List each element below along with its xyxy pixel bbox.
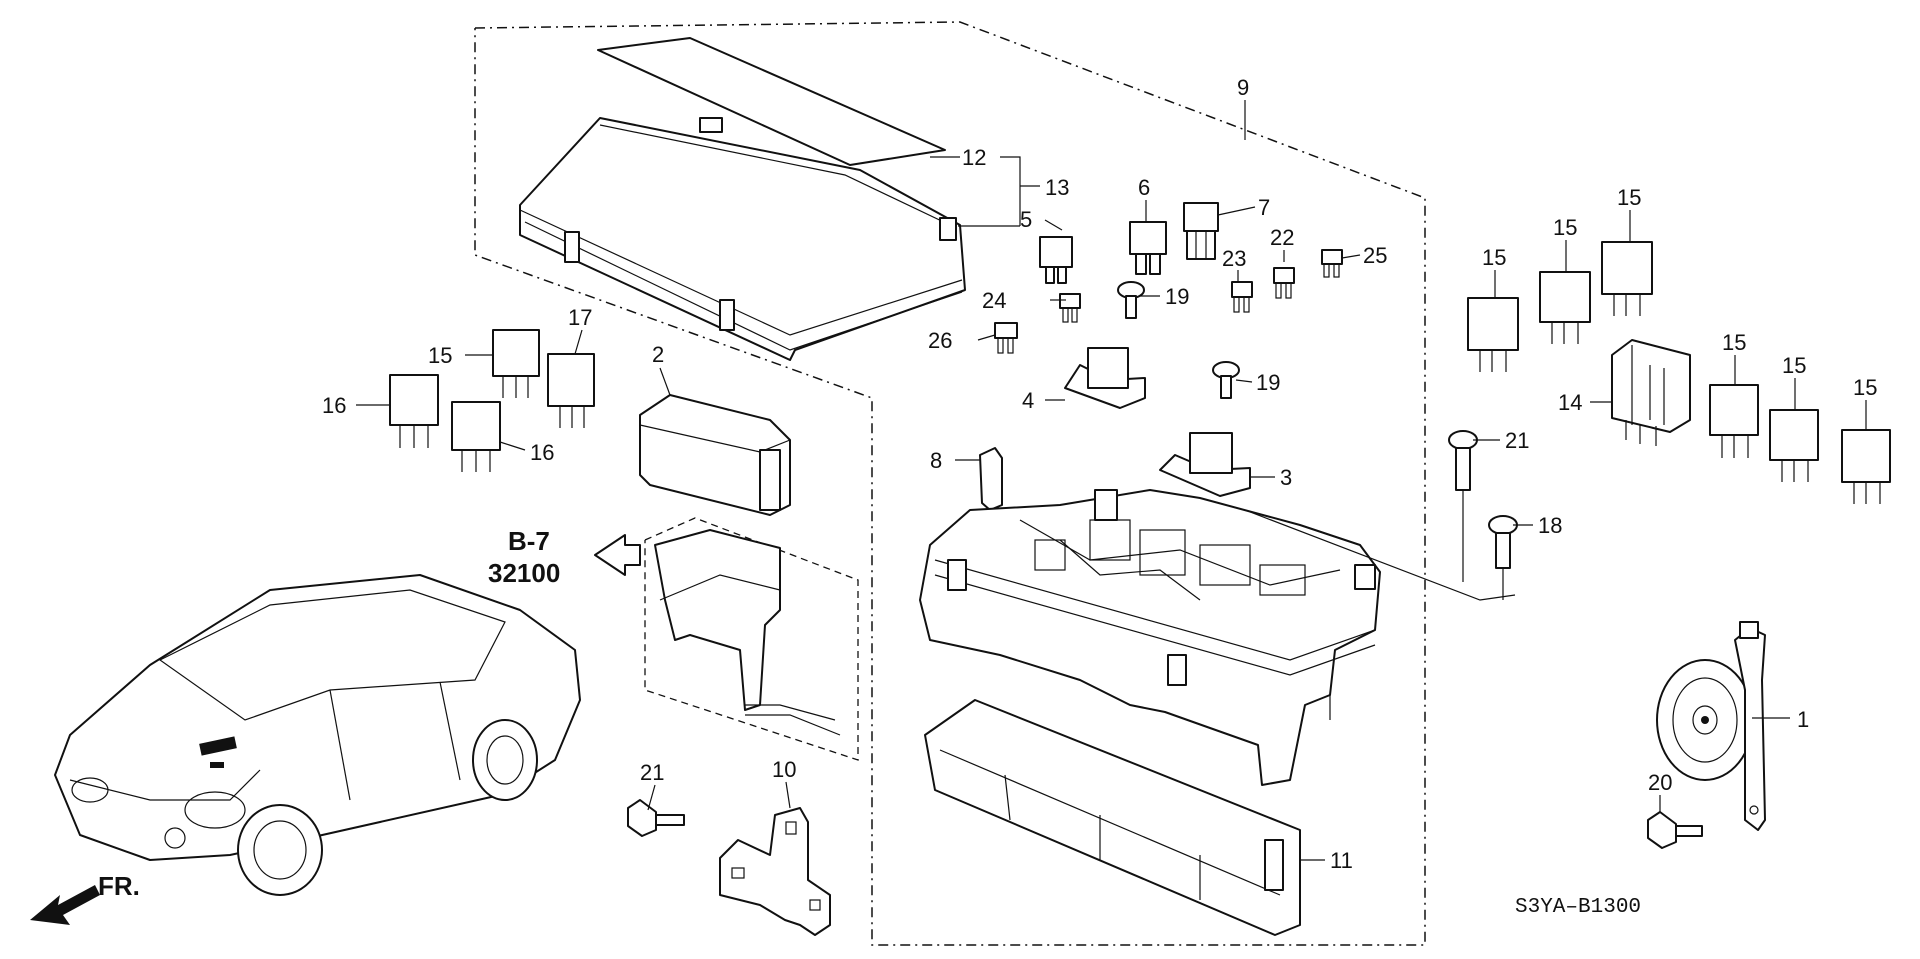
main-fuse-box-9[interactable] <box>919 489 1381 786</box>
reference-line1: B-7 <box>508 526 550 556</box>
callout-7: 7 <box>1258 195 1270 220</box>
vehicle-sketch <box>54 574 581 896</box>
callout-24: 24 <box>982 288 1006 313</box>
fuse-25[interactable] <box>1321 249 1343 278</box>
callout-15-r1: 15 <box>1482 245 1506 270</box>
bolt-18[interactable] <box>1488 515 1518 569</box>
callout-10: 10 <box>772 757 796 782</box>
relay-15-r5[interactable] <box>1769 409 1819 482</box>
connector-8[interactable] <box>979 447 1003 511</box>
direction-label: FR. <box>98 871 140 901</box>
callout-26: 26 <box>928 328 952 353</box>
callout-21-right: 21 <box>1505 428 1529 453</box>
callout-15-r2: 15 <box>1553 215 1577 240</box>
callout-22: 22 <box>1270 225 1294 250</box>
relay-15-left[interactable] <box>492 329 540 398</box>
label-sheet-12 <box>597 37 946 166</box>
callout-18: 18 <box>1538 513 1562 538</box>
relay-16-right[interactable] <box>451 401 501 472</box>
callout-21-lower: 21 <box>640 760 664 785</box>
reference-block: B-7 32100 <box>488 517 859 761</box>
relay-bracket-3[interactable] <box>1159 432 1251 497</box>
relay-15-r3[interactable] <box>1601 241 1653 316</box>
callout-2: 2 <box>652 342 664 367</box>
callout-1: 1 <box>1797 707 1809 732</box>
relay-15-r2[interactable] <box>1539 271 1591 344</box>
front-direction-arrow: FR. <box>30 871 140 925</box>
sub-fuse-block-2[interactable] <box>639 394 791 516</box>
fuse-6[interactable] <box>1129 221 1167 275</box>
callout-19-lower: 19 <box>1256 370 1280 395</box>
callout-17: 17 <box>568 305 592 330</box>
relay-16-left[interactable] <box>389 374 439 448</box>
callout-19-upper: 19 <box>1165 284 1189 309</box>
callout-9: 9 <box>1237 75 1249 100</box>
fuse-box-cover-13[interactable] <box>519 117 966 361</box>
callout-13: 13 <box>1045 175 1069 200</box>
callout-8: 8 <box>930 448 942 473</box>
relay-bracket-4[interactable] <box>1064 347 1146 409</box>
fuse-5[interactable] <box>1039 236 1073 284</box>
fuse-24[interactable] <box>1059 293 1081 323</box>
callout-4: 4 <box>1022 388 1034 413</box>
bolt-21-right[interactable] <box>1448 430 1478 491</box>
assembly-boundary <box>474 21 1426 946</box>
callout-15-left: 15 <box>428 343 452 368</box>
fuse-7[interactable] <box>1183 202 1219 260</box>
callout-15-r4: 15 <box>1722 330 1746 355</box>
relay-14[interactable] <box>1611 339 1691 446</box>
leader-lines <box>356 100 1867 861</box>
callout-25: 25 <box>1363 243 1387 268</box>
callout-3: 3 <box>1280 465 1292 490</box>
screw-19-lower[interactable] <box>1212 361 1240 399</box>
relay-17[interactable] <box>547 353 595 428</box>
relay-15-r1[interactable] <box>1467 297 1519 372</box>
callout-5: 5 <box>1020 207 1032 232</box>
fuse-23[interactable] <box>1231 281 1253 313</box>
callout-16-left: 16 <box>322 393 346 418</box>
horn-1[interactable] <box>1656 621 1766 831</box>
reference-line2: 32100 <box>488 558 560 588</box>
callout-20: 20 <box>1648 770 1672 795</box>
relay-15-r6[interactable] <box>1841 429 1891 504</box>
callout-11: 11 <box>1330 848 1353 873</box>
bracket-10[interactable] <box>719 807 831 936</box>
callout-23: 23 <box>1222 246 1246 271</box>
callout-15-r6: 15 <box>1853 375 1877 400</box>
relay-15-r4[interactable] <box>1709 384 1759 458</box>
callout-12: 12 <box>962 145 986 170</box>
screw-19-upper[interactable] <box>1117 281 1145 319</box>
fuse-22[interactable] <box>1273 267 1295 299</box>
callout-16-right: 16 <box>530 440 554 465</box>
drawing-code: S3YA–B1300 <box>1515 896 1641 919</box>
bolt-21-lower[interactable] <box>627 799 685 837</box>
fuse-26[interactable] <box>994 322 1018 354</box>
callout-14: 14 <box>1558 390 1582 415</box>
callout-6: 6 <box>1138 175 1150 200</box>
lower-cover-11[interactable] <box>924 699 1301 936</box>
callout-15-r3: 15 <box>1617 185 1641 210</box>
callout-labels: 9 12 13 5 6 7 24 26 19 23 22 25 19 4 3 8… <box>322 75 1877 873</box>
bolt-20[interactable] <box>1647 811 1703 849</box>
callout-15-r5: 15 <box>1782 353 1806 378</box>
